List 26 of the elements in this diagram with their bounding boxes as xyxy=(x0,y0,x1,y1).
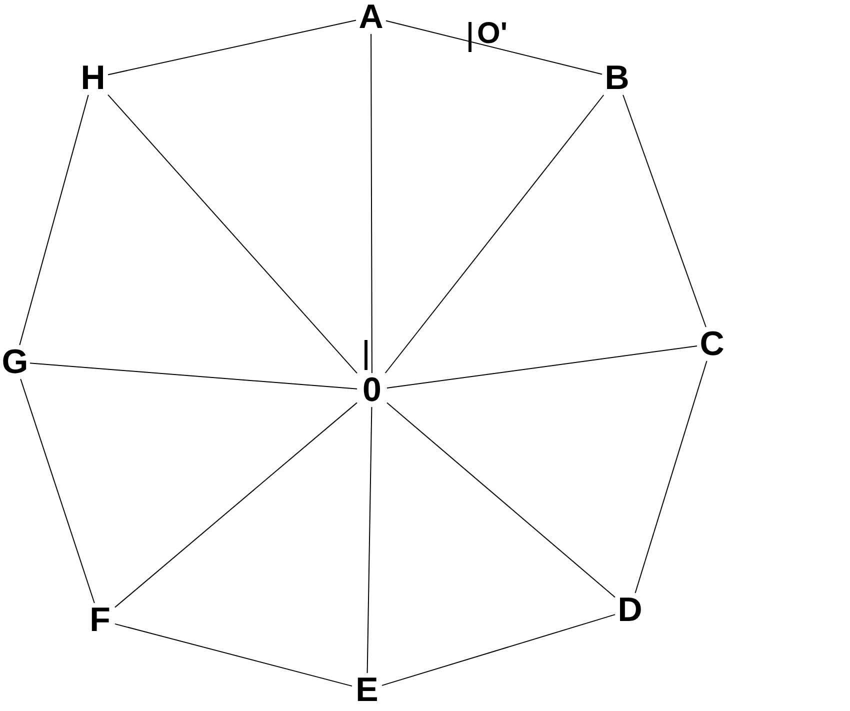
side-line xyxy=(386,346,698,388)
vertex-label: F xyxy=(85,603,115,637)
vertex-label: B xyxy=(602,61,632,95)
side-line xyxy=(382,614,616,686)
side-line xyxy=(384,94,604,374)
vertex-label: G xyxy=(0,345,30,379)
side-line xyxy=(114,402,358,608)
side-line xyxy=(114,623,352,687)
vertex-label: D xyxy=(615,593,645,627)
side-line xyxy=(386,402,616,598)
side-line xyxy=(20,378,95,604)
vertex-label: A xyxy=(356,0,386,34)
side-line xyxy=(366,406,372,674)
side-line xyxy=(19,94,89,346)
point-label: O' xyxy=(477,18,508,50)
side-line xyxy=(108,20,356,76)
side-line xyxy=(622,94,706,328)
side-line xyxy=(370,34,372,374)
side-line xyxy=(386,20,602,75)
side-line xyxy=(30,362,358,390)
vertex-label: C xyxy=(697,327,727,361)
side-line xyxy=(634,360,708,594)
vertex-label: E xyxy=(352,673,382,707)
vertex-label: 0 xyxy=(357,373,387,407)
side-line xyxy=(108,94,358,374)
vertex-label: H xyxy=(78,61,108,95)
